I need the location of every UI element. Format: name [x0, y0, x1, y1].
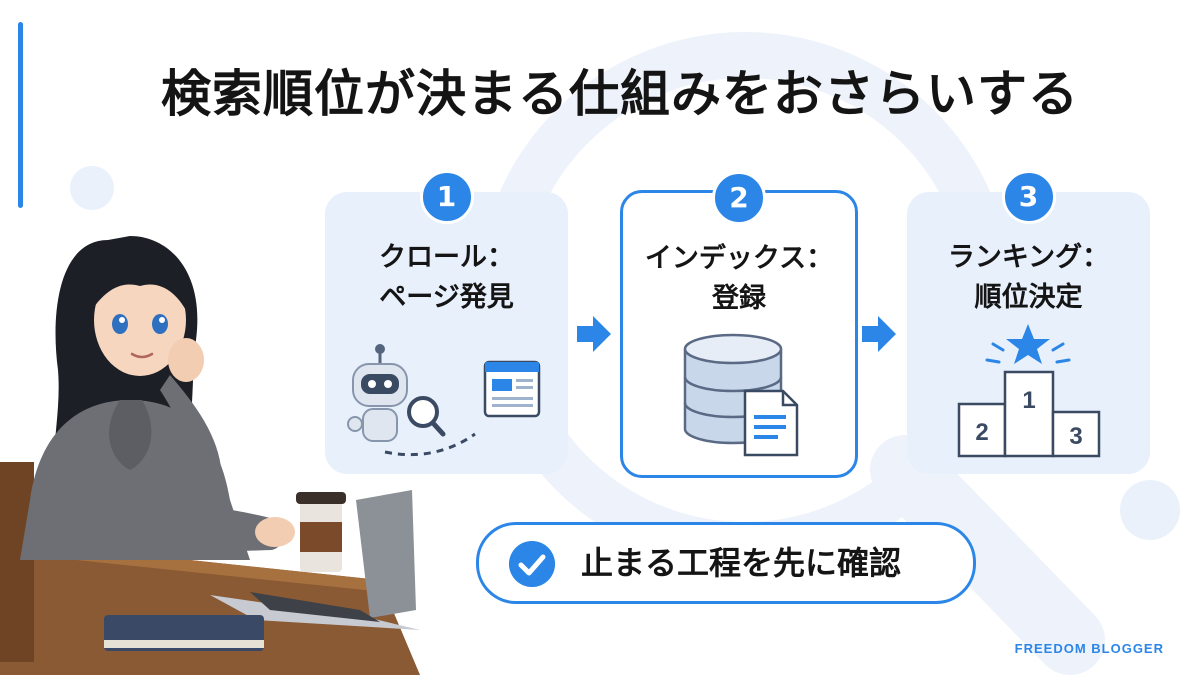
callout-pill: 止まる工程を先に確認: [476, 522, 976, 604]
check-circle-icon: [509, 541, 555, 587]
podium-second-label: 2: [975, 419, 988, 446]
brand-logo-text: FREEDOM BLOGGER: [1014, 641, 1164, 656]
step-label-line1: インデックス：: [644, 243, 834, 274]
step-card-index: 2 インデックス： 登録: [620, 171, 858, 478]
step-label-line2: 順位決定: [974, 282, 1083, 313]
robot-magnifier-page-icon: [347, 344, 541, 457]
callout-text: 止まる工程を先に確認: [581, 544, 902, 582]
step-number-badge: 2: [712, 171, 766, 225]
step-label: ランキング： 順位決定: [907, 238, 1150, 318]
step-number-badge: 1: [419, 170, 474, 224]
step-label-line1: クロール：: [379, 242, 514, 273]
step-card-ranking: 3 ランキング： 順位決定 2 1 3: [907, 170, 1150, 474]
arrow-right-icon: [577, 316, 611, 352]
podium-first-label: 1: [1022, 387, 1035, 414]
arrow-right-icon: [862, 316, 896, 352]
step-label-line2: 登録: [712, 283, 766, 314]
step-label: インデックス： 登録: [623, 239, 855, 319]
step-number-badge: 3: [1001, 170, 1056, 224]
podium-star-icon: 2 1 3: [957, 324, 1101, 458]
database-document-icon: [683, 333, 799, 457]
page-title: 検索順位が決まる仕組みをおさらいする: [161, 65, 1079, 123]
accent-bar: [18, 22, 23, 208]
step-label-line1: ランキング：: [947, 242, 1110, 273]
step-label: クロール： ページ発見: [325, 238, 568, 318]
step-label-line2: ページ発見: [379, 282, 514, 313]
step-card-crawl: 1 クロール： ページ発見: [325, 170, 568, 474]
woman-at-laptop-illustration: [0, 236, 420, 675]
podium-third-label: 3: [1069, 423, 1082, 450]
